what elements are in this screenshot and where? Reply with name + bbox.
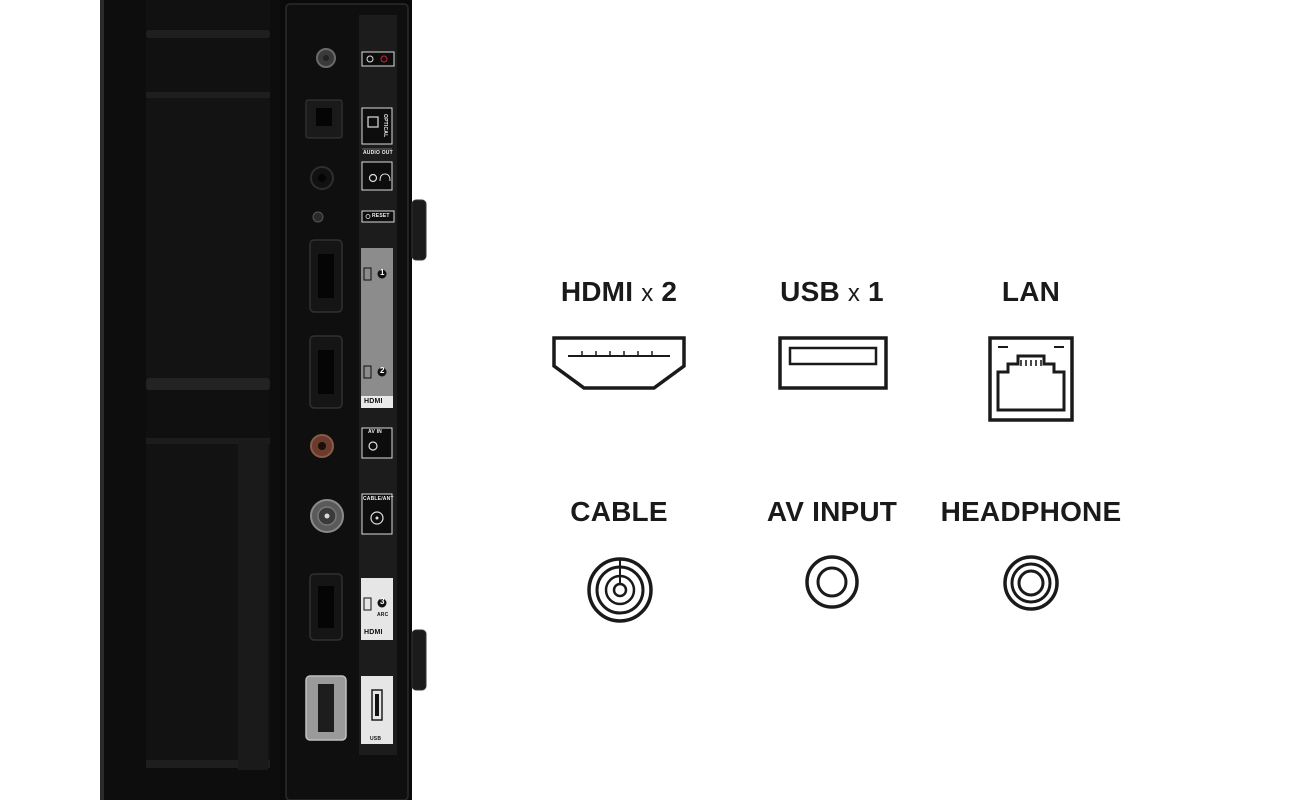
audio-out-label: AUDIO OUT — [363, 150, 393, 156]
rca-port-icon — [805, 555, 859, 609]
hdmi-2-number: 2 — [380, 366, 385, 375]
hdmi-logo-text: HDMI — [364, 398, 383, 405]
tv-panel-photo — [100, 0, 427, 800]
usb-times: x — [847, 280, 861, 307]
usb-title: USB x 1 — [780, 276, 884, 308]
hdmi-1-number: 1 — [380, 268, 385, 277]
usb-count: 1 — [868, 276, 884, 307]
reset-label: RESET — [372, 213, 390, 219]
cable-title: CABLE — [570, 496, 668, 527]
usb-name: USB — [780, 276, 840, 307]
hdmi-port-icon — [552, 336, 686, 390]
lan-title: LAN — [1001, 276, 1061, 307]
usb-label: USB — [370, 736, 382, 742]
hdmi-count: 2 — [661, 276, 678, 307]
usb-port-icon — [778, 336, 888, 390]
cable-ant-label: CABLE/ANT — [363, 496, 394, 502]
headphone-jack-icon — [1003, 555, 1059, 611]
tv-back-panel: OPTICAL AUDIO OUT RESET 1 2 HDMI AV IN C… — [0, 0, 440, 800]
hdmi-logo-text-2: HDMI — [364, 629, 383, 636]
headphone-title: HEADPHONE — [940, 496, 1122, 527]
hdmi-name: HDMI — [560, 276, 634, 307]
hdmi-title: HDMI x 2 — [561, 276, 677, 308]
optical-label: OPTICAL — [382, 114, 388, 138]
ethernet-port-icon — [988, 336, 1074, 422]
hdmi-3-number: 3 — [380, 597, 385, 606]
av-in-label: AV IN — [368, 429, 382, 435]
coaxial-port-icon — [587, 557, 653, 623]
hdmi-times: x — [641, 280, 654, 307]
arc-label: ARC — [377, 612, 389, 618]
av-input-title: AV INPUT — [766, 496, 898, 527]
